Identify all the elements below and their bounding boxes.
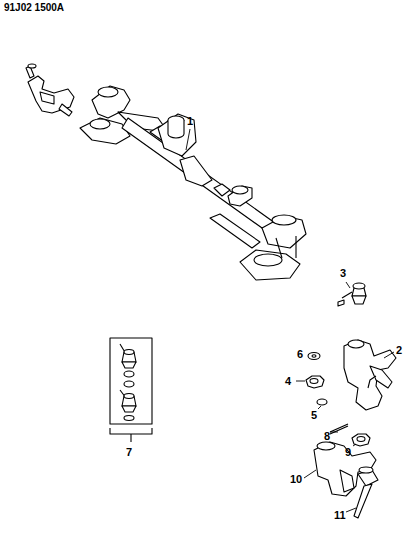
washer-hole	[312, 355, 316, 357]
ball-joint-kit	[120, 344, 136, 421]
callout-number: 11	[334, 510, 346, 521]
washer	[308, 353, 320, 360]
castle-nut	[352, 434, 370, 446]
callout-number: 5	[311, 410, 317, 421]
ball-joint	[338, 283, 366, 306]
callout-number: 7	[126, 447, 132, 458]
callout-number: 6	[297, 349, 303, 360]
drawing-number: 91J02 1500A	[4, 3, 64, 13]
washer	[317, 399, 327, 405]
cotter-pin	[330, 426, 348, 434]
upper-left-knuckle	[26, 64, 74, 116]
callout-number: 10	[290, 474, 302, 485]
right-steering-knuckle	[344, 340, 396, 410]
callout-number: 2	[396, 345, 402, 356]
callout-number: 3	[340, 268, 346, 279]
lower-ball-joint	[354, 467, 378, 518]
kit-bracket	[110, 428, 152, 442]
callout-number: 8	[324, 431, 330, 442]
adjusting-nut	[306, 376, 324, 388]
callout-number: 1	[187, 116, 193, 127]
kit-box	[110, 338, 152, 424]
leader-lines	[186, 129, 394, 512]
axle-housing	[80, 86, 306, 280]
cotter-pin	[330, 424, 348, 432]
callout-number: 4	[285, 376, 291, 387]
callout-number: 9	[345, 447, 351, 458]
